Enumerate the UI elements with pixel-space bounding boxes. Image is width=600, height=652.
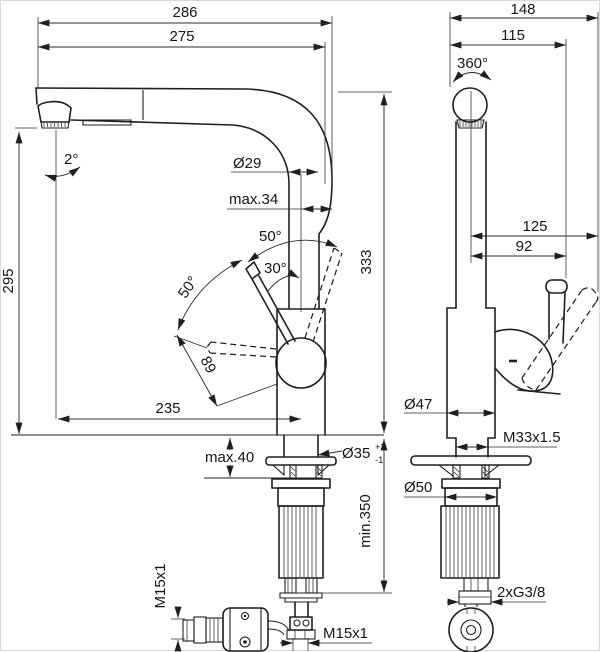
dim-spray-head-depth: 115 <box>501 27 525 44</box>
dim-lever-open-angle: 30° <box>264 260 287 277</box>
threaded-shank-front <box>283 434 319 458</box>
dim-spout-offset-max: max.34 <box>229 191 278 208</box>
arc-open-angle <box>266 269 300 293</box>
deck-lines <box>11 434 384 479</box>
side-dimension-labels: 148 115 360° 125 92 Ø47 M33x1.5 Ø50 2xG3… <box>404 1 561 601</box>
dim-body-dia: Ø47 <box>404 396 432 413</box>
dim-shank-thread: M33x1.5 <box>503 429 561 446</box>
weight-outlet-nipple <box>205 617 224 643</box>
lever-dashed-side <box>521 287 599 391</box>
mounting-collar-front <box>271 478 331 489</box>
spray-head <box>37 100 72 123</box>
handle-housing-side <box>494 328 554 392</box>
dim-hose-thread: M15x1 <box>323 625 368 642</box>
pullout-hose <box>294 601 309 618</box>
supply-hex-nut <box>458 590 492 605</box>
lever-end-cap <box>245 261 261 280</box>
arc-swing-upper <box>247 239 338 263</box>
arc-swivel <box>452 70 492 83</box>
side-view: 148 115 360° 125 92 Ø47 M33x1.5 Ø50 2xG3… <box>404 1 599 652</box>
mounting-parts-front <box>182 434 337 652</box>
dim-lever-length: 89 <box>197 354 220 377</box>
lever-solid <box>245 261 296 345</box>
dim-weight-thread: M15x1 <box>152 563 169 608</box>
dim-lever-reach-open: 125 <box>522 218 547 235</box>
spray-head-side <box>452 87 488 123</box>
threaded-shank-side <box>455 437 489 458</box>
side-dimension-lines <box>404 12 599 606</box>
dim-overall-depth: 148 <box>510 1 535 18</box>
arc-swing-lower <box>177 259 243 331</box>
front-dimension-lines <box>15 16 392 652</box>
dim-overall-projection: 286 <box>172 4 197 21</box>
dim-hole-tol-upper: +2 <box>375 442 386 453</box>
dim-spout-diameter: Ø29 <box>233 155 261 172</box>
faucet-body <box>275 308 327 436</box>
dim-spout-reach: 235 <box>155 400 180 417</box>
dim-mounting-hole-dia: Ø35 <box>342 445 370 462</box>
dim-supply-thread: 2xG3/8 <box>497 584 545 601</box>
dim-spray-head-swivel: 360° <box>457 55 488 72</box>
dim-deck-thickness-max: max.40 <box>205 449 254 466</box>
arc-outlet-angle <box>44 166 81 182</box>
front-view: 286 275 Ø29 max.34 50° 30° 50° 89 235 2°… <box>1 4 392 652</box>
dim-lever-reach-closed: 92 <box>516 238 533 255</box>
dim-outlet-angle: 2° <box>64 151 78 168</box>
lever-cap-side <box>545 279 568 294</box>
side-body <box>446 279 599 458</box>
coiled-supply-hose <box>448 607 494 652</box>
dim-spout-projection: 275 <box>169 28 194 45</box>
dim-mounting-collar-dia: Ø50 <box>404 479 432 496</box>
aerator-hatch-side <box>459 121 482 127</box>
dim-spout-outlet-height: 295 <box>1 268 17 293</box>
dim-hole-tol-lower: -1 <box>375 455 383 466</box>
cartridge-housing-front <box>278 505 324 579</box>
dim-lever-swing-lower: 50° <box>175 273 202 301</box>
faucet-spout-outline <box>35 87 333 309</box>
escutcheon-front <box>265 456 337 466</box>
lever-ball-joint <box>275 337 327 389</box>
dim-clearance-min: min.350 <box>357 494 374 547</box>
spray-release-collar <box>82 119 132 126</box>
side-spout <box>452 87 488 309</box>
dim-lever-swing-upper: 50° <box>259 228 282 245</box>
aerator-hatch <box>43 123 66 127</box>
mounting-collar-side <box>441 478 501 489</box>
front-dimension-labels: 286 275 Ø29 max.34 50° 30° 50° 89 235 2°… <box>1 4 386 642</box>
mounting-parts-side <box>410 455 532 652</box>
escutcheon-side <box>410 455 532 466</box>
dim-overall-height: 333 <box>358 249 375 274</box>
